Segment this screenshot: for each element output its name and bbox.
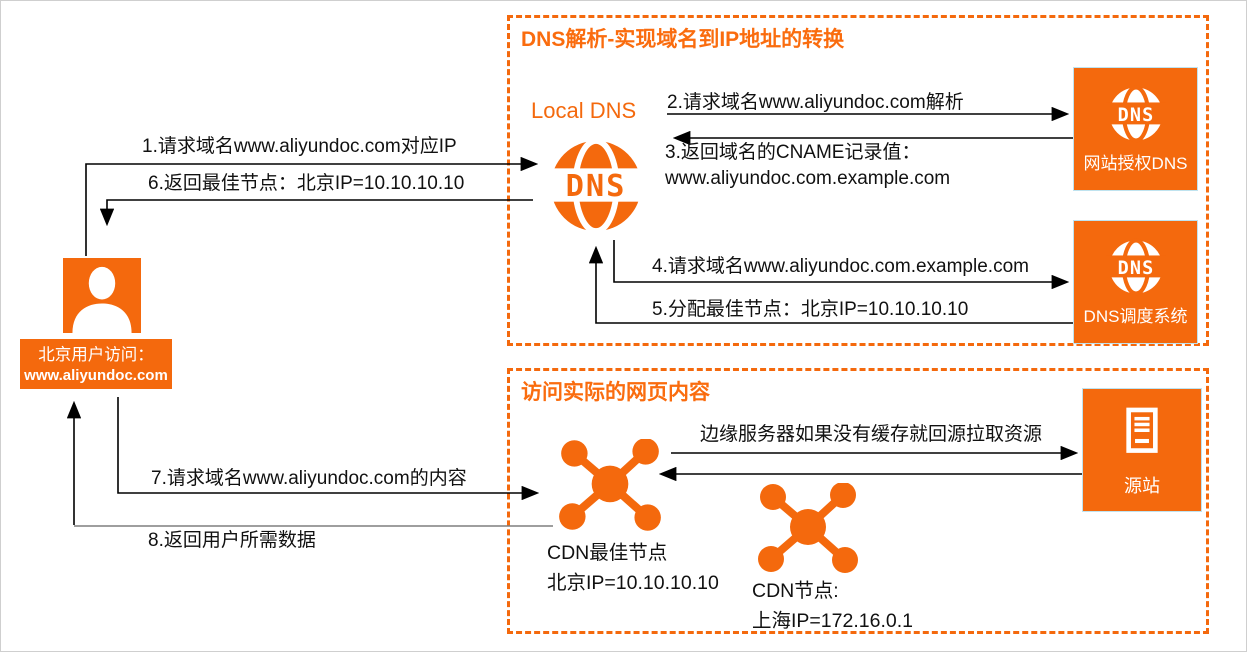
auth-dns-label: 网站授权DNS <box>1083 153 1188 173</box>
step2-label: 2.请求域名www.aliyundoc.com解析 <box>667 92 964 113</box>
dns-scheduler-label: DNS调度系统 <box>1083 306 1188 326</box>
dns-globe-text: DNS <box>566 169 627 204</box>
step4-label: 4.请求域名www.aliyundoc.com.example.com <box>652 256 1029 277</box>
arrow-step6 <box>99 199 533 227</box>
cdn-node-icon <box>752 483 864 575</box>
step8-label: 8.返回用户所需数据 <box>148 530 316 551</box>
dns-globe-icon: DNS <box>545 137 647 235</box>
step1-label: 1.请求域名www.aliyundoc.com对应IP <box>142 136 457 157</box>
web-content-section: 访问实际的网页内容 <box>507 368 1209 634</box>
origin-site-label: 源站 <box>1124 476 1160 496</box>
step7-label: 7.请求域名www.aliyundoc.com的内容 <box>151 468 467 489</box>
document-icon <box>1113 402 1171 462</box>
dns-globe-text: DNS <box>1117 257 1154 278</box>
user-label-box: 北京用户访问： www.aliyundoc.com <box>20 339 172 389</box>
cdn-best-node-icon <box>553 439 667 533</box>
auth-dns-box: DNS 网站授权DNS <box>1073 67 1198 191</box>
local-dns-label: Local DNS <box>531 98 637 123</box>
step3-label: 3.返回域名的CNAME记录值： www.aliyundoc.com.examp… <box>665 142 951 189</box>
dns-globe-icon: DNS <box>1105 84 1166 143</box>
user-icon <box>63 258 141 333</box>
dns-globe-text: DNS <box>1117 104 1154 125</box>
user-label-line1: 北京用户访问： <box>38 346 154 364</box>
dns-scheduler-box: DNS DNS调度系统 <box>1073 220 1198 344</box>
web-section-title: 访问实际的网页内容 <box>521 381 710 404</box>
step6-label: 6.返回最佳节点：北京IP=10.10.10.10 <box>148 173 465 194</box>
cdn-best-node-label: CDN最佳节点 北京IP=10.10.10.10 <box>547 542 719 594</box>
user-label-line2: www.aliyundoc.com <box>24 367 168 384</box>
dns-section-title: DNS解析-实现域名到IP地址的转换 <box>521 28 845 51</box>
step5-label: 5.分配最佳节点：北京IP=10.10.10.10 <box>652 299 969 320</box>
cdn-node-label: CDN节点: 上海IP=172.16.0.1 <box>752 580 913 632</box>
origin-site-box: 源站 <box>1082 388 1202 512</box>
dns-globe-icon: DNS <box>1105 237 1166 296</box>
edge-note-label: 边缘服务器如果没有缓存就回源拉取资源 <box>700 424 1043 445</box>
